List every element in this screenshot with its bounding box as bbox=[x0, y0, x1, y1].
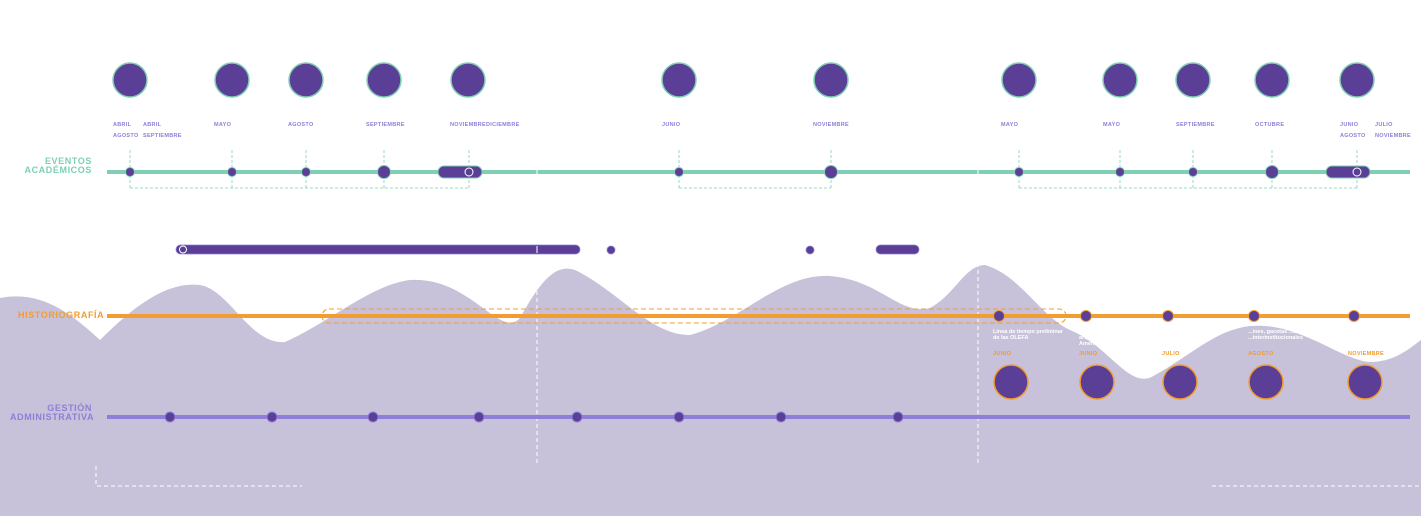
historiography-event-circle[interactable] bbox=[1162, 364, 1198, 400]
administrative-dot[interactable] bbox=[571, 411, 583, 423]
month-label: JUNIO bbox=[1340, 122, 1359, 128]
historiography-month: JULIO bbox=[1162, 351, 1180, 357]
historiography-note: Lin... La arqu... en Améric... bbox=[1079, 329, 1104, 347]
academic-event-circle[interactable] bbox=[1254, 62, 1290, 98]
administrative-dot[interactable] bbox=[473, 411, 485, 423]
month-label: JULIO bbox=[1375, 122, 1393, 128]
academic-event-circle[interactable] bbox=[214, 62, 250, 98]
short-bar[interactable] bbox=[875, 244, 920, 255]
historiography-event-circle[interactable] bbox=[1347, 364, 1383, 400]
historiography-note: ...ines, gacetas ...uerdos ...interinsti… bbox=[1248, 329, 1312, 341]
capsule-marker bbox=[464, 167, 474, 177]
academic-dot[interactable] bbox=[301, 167, 311, 177]
month-label: SEPTIEMBRE bbox=[143, 133, 182, 139]
historiography-dot[interactable] bbox=[1348, 310, 1360, 322]
administrative-dot[interactable] bbox=[775, 411, 787, 423]
academic-dot[interactable] bbox=[1188, 167, 1198, 177]
bar-marker bbox=[179, 245, 187, 254]
academic-dot[interactable] bbox=[824, 165, 838, 179]
administrative-dot[interactable] bbox=[164, 411, 176, 423]
academic-event-circle[interactable] bbox=[450, 62, 486, 98]
academic-big-circles bbox=[112, 62, 1375, 98]
academic-dots bbox=[125, 165, 1371, 179]
academic-dot[interactable] bbox=[377, 165, 391, 179]
month-label: ABRIL bbox=[143, 122, 162, 128]
academic-dot[interactable] bbox=[1265, 165, 1279, 179]
historiography-dots bbox=[993, 310, 1360, 322]
row-label-academic-text: EVENTOS ACADÉMICOS bbox=[24, 156, 92, 175]
administrative-dot[interactable] bbox=[266, 411, 278, 423]
historiography-month: NOVIEMBRE bbox=[1348, 351, 1385, 357]
historiography-event-circle[interactable] bbox=[993, 364, 1029, 400]
academic-event-circle[interactable] bbox=[1001, 62, 1037, 98]
row-label-administrative-text: GESTIÓN ADMINISTRATIVA bbox=[10, 403, 95, 422]
month-label: SEPTIEMBRE bbox=[1176, 122, 1215, 128]
month-label: DICIEMBRE bbox=[486, 122, 520, 128]
month-label: MAYO bbox=[1103, 122, 1121, 128]
month-label: NOVIEMBRE bbox=[813, 122, 850, 128]
academic-event-circle[interactable] bbox=[1339, 62, 1375, 98]
academic-event-circle[interactable] bbox=[112, 62, 148, 98]
academic-event-circle[interactable] bbox=[661, 62, 697, 98]
academic-dot[interactable] bbox=[1115, 167, 1125, 177]
row-label-historiography-text: HISTORIOGRAFÍA bbox=[18, 310, 105, 320]
row-label-administrative: GESTIÓN ADMINISTRATIVA bbox=[10, 403, 95, 422]
row-label-historiography: HISTORIOGRAFÍA bbox=[18, 311, 104, 320]
academic-dot[interactable] bbox=[1014, 167, 1024, 177]
month-label: ABRIL bbox=[113, 122, 132, 128]
middle-bars bbox=[175, 244, 920, 255]
month-label: AGOSTO bbox=[1340, 133, 1366, 139]
month-label: MAYO bbox=[214, 122, 232, 128]
row-label-academic: EVENTOS ACADÉMICOS bbox=[20, 157, 92, 175]
academic-event-circle[interactable] bbox=[1175, 62, 1211, 98]
month-label: JUNIO bbox=[662, 122, 681, 128]
academic-event-circle[interactable] bbox=[288, 62, 324, 98]
month-label: NOVIEMBRE bbox=[1375, 133, 1412, 139]
historiography-dot[interactable] bbox=[1162, 310, 1174, 322]
administrative-dot[interactable] bbox=[673, 411, 685, 423]
academic-dashed-guides bbox=[129, 150, 1358, 189]
academic-dot[interactable] bbox=[227, 167, 237, 177]
academic-capsule[interactable] bbox=[437, 165, 483, 179]
long-bar[interactable] bbox=[175, 244, 581, 255]
capsule-marker bbox=[1352, 167, 1362, 177]
bracket-left bbox=[95, 466, 302, 487]
month-label: NOVIEMBRE bbox=[450, 122, 487, 128]
historiography-month: AGOSTO bbox=[1248, 351, 1274, 357]
middle-dot[interactable] bbox=[805, 245, 815, 255]
historiography-month: JUNIO bbox=[993, 351, 1012, 357]
academic-event-circle[interactable] bbox=[813, 62, 849, 98]
month-label: OCTUBRE bbox=[1255, 122, 1285, 128]
month-label: AGOSTO bbox=[113, 133, 139, 139]
historiography-dot[interactable] bbox=[1080, 310, 1092, 322]
month-label: MAYO bbox=[1001, 122, 1019, 128]
historiography-note: Línea de tiempo preliminar de las OLEFA bbox=[993, 329, 1063, 341]
administrative-dot[interactable] bbox=[892, 411, 904, 423]
wave-background bbox=[0, 265, 1421, 516]
historiography-event-circle[interactable] bbox=[1248, 364, 1284, 400]
historiography-dot[interactable] bbox=[1248, 310, 1260, 322]
academic-event-circle[interactable] bbox=[1102, 62, 1138, 98]
academic-dot[interactable] bbox=[674, 167, 684, 177]
historiography-big-circles bbox=[993, 364, 1383, 400]
academic-event-circle[interactable] bbox=[366, 62, 402, 98]
historiography-month: JUNIO bbox=[1079, 351, 1098, 357]
academic-dot[interactable] bbox=[125, 167, 135, 177]
middle-dot[interactable] bbox=[606, 245, 616, 255]
historiography-event-circle[interactable] bbox=[1079, 364, 1115, 400]
academic-capsule[interactable] bbox=[1325, 165, 1371, 179]
month-label: SEPTIEMBRE bbox=[366, 122, 405, 128]
month-label: AGOSTO bbox=[288, 122, 314, 128]
administrative-dots bbox=[164, 411, 904, 423]
historiography-dot[interactable] bbox=[993, 310, 1005, 322]
administrative-dot[interactable] bbox=[367, 411, 379, 423]
